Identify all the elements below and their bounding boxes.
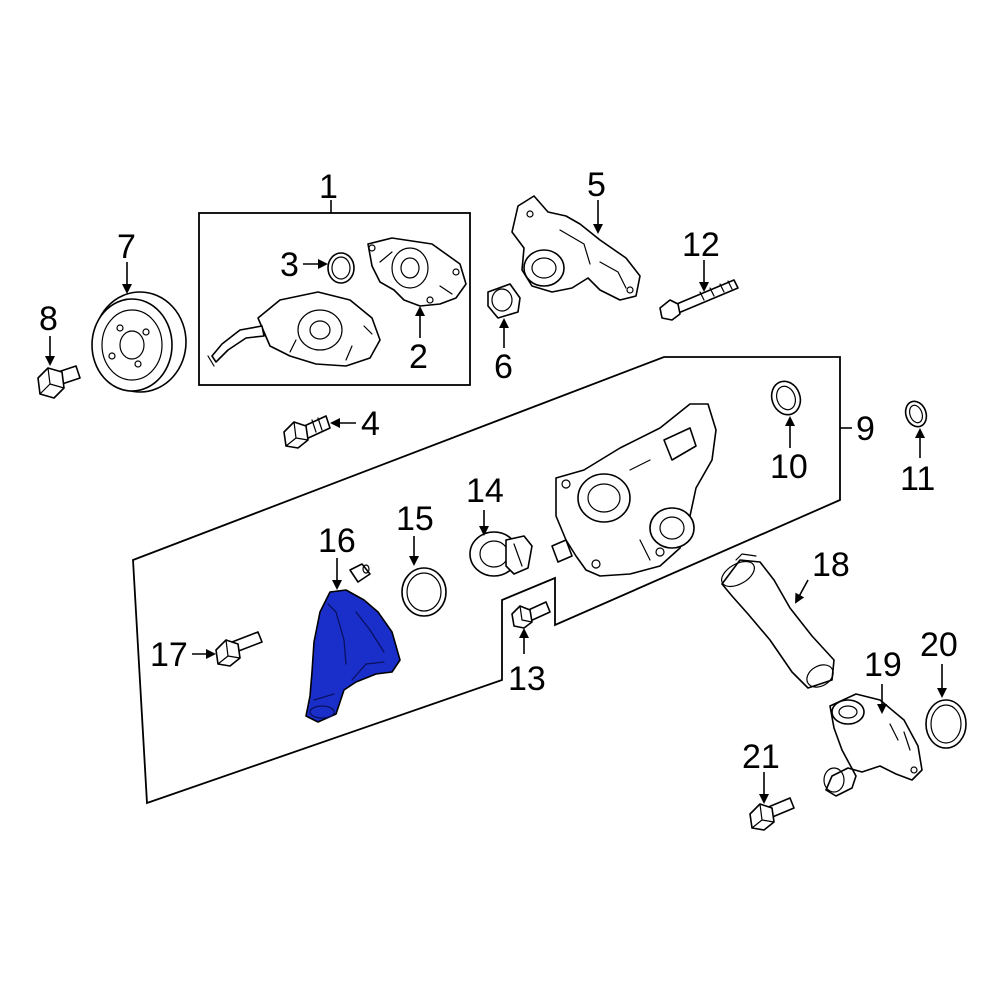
callout-labels: 1 2 3 4 5 6 7 8 9 10 11 12 13 14 15 16 1… — [39, 166, 958, 776]
callout-20: 20 — [920, 626, 958, 664]
callout-6: 6 — [494, 348, 513, 386]
callout-18: 18 — [812, 546, 850, 584]
housing-5[interactable] — [511, 195, 641, 301]
callout-5: 5 — [587, 166, 606, 204]
thermostat-14[interactable] — [469, 531, 533, 577]
bolt-17[interactable] — [215, 631, 263, 667]
callout-7: 7 — [117, 228, 136, 266]
seal-6[interactable] — [487, 283, 521, 319]
callout-9: 9 — [856, 410, 875, 448]
callout-14: 14 — [466, 472, 504, 510]
water-pump-assembly-box — [198, 200, 471, 386]
o-ring-3[interactable] — [327, 252, 355, 284]
pump-cover-2[interactable] — [367, 237, 467, 307]
dowel-pin[interactable] — [349, 563, 371, 583]
callout-17: 17 — [150, 636, 188, 674]
callout-8: 8 — [39, 300, 58, 338]
callout-1: 1 — [319, 168, 338, 206]
callout-16: 16 — [318, 522, 356, 560]
callout-10: 10 — [770, 448, 808, 486]
seal-ring-15[interactable] — [401, 567, 447, 617]
water-pump[interactable] — [207, 291, 381, 367]
o-ring-20[interactable] — [925, 699, 967, 749]
bolt-4[interactable] — [283, 415, 331, 449]
thermostat-housing-panel — [132, 356, 852, 805]
callout-4: 4 — [361, 405, 380, 443]
pulley[interactable] — [91, 291, 187, 393]
callout-13: 13 — [508, 660, 546, 698]
callout-11: 11 — [900, 460, 935, 498]
callout-15: 15 — [396, 500, 434, 538]
coolant-outlet-16[interactable] — [305, 589, 401, 723]
callout-21: 21 — [742, 738, 780, 776]
thermostat-housing[interactable] — [551, 403, 717, 577]
bolt-21[interactable] — [749, 797, 795, 831]
o-ring-11[interactable] — [902, 398, 930, 429]
leader-arrows — [45, 200, 947, 804]
bolt-13[interactable] — [511, 601, 551, 629]
callout-3: 3 — [280, 246, 299, 284]
long-bolt-12[interactable] — [659, 279, 739, 321]
bolt-8[interactable] — [37, 365, 81, 399]
hose-18[interactable] — [717, 553, 837, 692]
outlet-fitting-19[interactable] — [823, 693, 923, 797]
callout-2: 2 — [409, 338, 428, 376]
callout-19: 19 — [864, 646, 902, 684]
callout-12: 12 — [682, 226, 720, 264]
o-ring-10[interactable] — [767, 377, 805, 419]
